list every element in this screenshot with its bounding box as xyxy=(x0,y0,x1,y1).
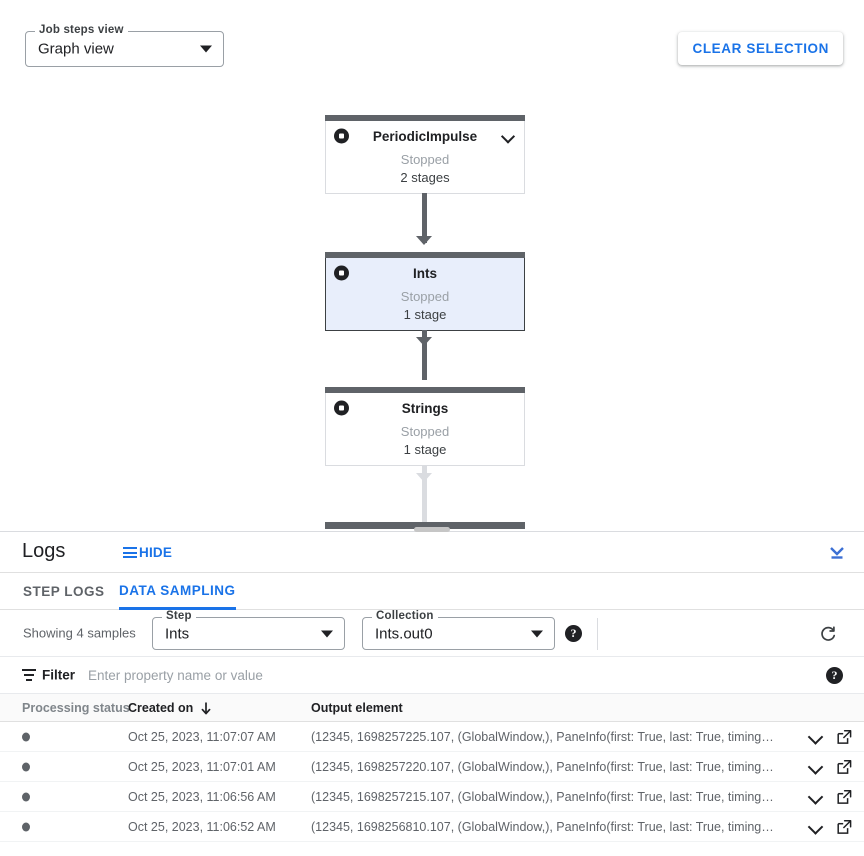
open-external-icon[interactable] xyxy=(837,759,852,774)
hide-logs-button[interactable]: HIDE xyxy=(123,545,172,560)
collection-select[interactable]: Collection Ints.out0 xyxy=(362,610,555,650)
sort-descending-icon xyxy=(200,702,212,715)
collection-select-label: Collection xyxy=(372,610,438,622)
node-title-row: Ints xyxy=(326,258,524,288)
graph-node-partial[interactable] xyxy=(325,522,525,529)
logs-panel: Logs HIDE STEP LOGS DATA SAMPLING Showin… xyxy=(0,527,864,856)
column-header-created-on[interactable]: Created on xyxy=(128,694,212,722)
column-header-output-element[interactable]: Output element xyxy=(311,701,403,715)
node-title: Ints xyxy=(412,265,437,281)
node-title: PeriodicImpulse xyxy=(372,128,478,144)
logs-title: Logs xyxy=(22,540,66,562)
table-row[interactable]: Oct 25, 2023, 11:07:01 AM (12345, 169825… xyxy=(0,752,864,782)
expand-row-chevron-down-icon[interactable] xyxy=(809,820,822,833)
node-stages: 2 stages xyxy=(400,170,450,185)
graph-edge-3 xyxy=(422,466,427,524)
cell-output-element: (12345, 1698257215.107, (GlobalWindow,),… xyxy=(311,789,774,804)
graph-edge-arrow-3 xyxy=(416,473,432,482)
stopped-status-icon xyxy=(334,400,349,416)
graph-edge-arrow-2 xyxy=(416,337,432,346)
node-status: Stopped xyxy=(400,152,450,167)
node-header-bar xyxy=(325,252,525,258)
step-select[interactable]: Step Ints xyxy=(152,610,345,650)
node-title: Strings xyxy=(401,400,449,416)
graph-edge-1 xyxy=(422,193,427,243)
cell-created-on: Oct 25, 2023, 11:07:01 AM xyxy=(128,759,276,774)
node-header-bar xyxy=(325,387,525,393)
node-stages: 1 stage xyxy=(403,307,447,322)
job-steps-view-label: Job steps view xyxy=(35,24,128,36)
tab-step-logs[interactable]: STEP LOGS xyxy=(23,584,105,599)
open-external-icon[interactable] xyxy=(837,789,852,804)
processing-status-dot xyxy=(22,762,30,771)
job-graph-panel: Job steps view Graph view CLEAR SELECTIO… xyxy=(0,0,864,531)
cell-created-on: Oct 25, 2023, 11:07:07 AM xyxy=(128,729,276,744)
expand-row-chevron-down-icon[interactable] xyxy=(809,760,822,773)
stopped-status-icon xyxy=(334,265,349,281)
graph-node-periodicimpulse[interactable]: PeriodicImpulse Stopped 2 stages xyxy=(325,115,525,194)
refresh-icon[interactable] xyxy=(818,624,838,644)
table-row[interactable]: Oct 25, 2023, 11:06:56 AM (12345, 169825… xyxy=(0,782,864,812)
tab-data-sampling[interactable]: DATA SAMPLING xyxy=(119,573,236,610)
panel-resize-handle[interactable] xyxy=(414,527,450,532)
filter-label: Filter xyxy=(42,667,76,683)
sampling-controls: Showing 4 samples Step Ints Collection I… xyxy=(0,610,864,657)
processing-status-dot xyxy=(22,822,30,831)
node-header-bar xyxy=(325,115,525,121)
table-row[interactable]: Oct 25, 2023, 11:07:07 AM (12345, 169825… xyxy=(0,722,864,752)
collapse-panel-icon[interactable] xyxy=(827,543,847,563)
column-header-processing-status[interactable]: Processing status xyxy=(22,701,130,715)
job-steps-view-select[interactable]: Job steps view Graph view xyxy=(25,24,224,67)
hide-logs-label: HIDE xyxy=(139,545,173,560)
expand-row-chevron-down-icon[interactable] xyxy=(809,790,822,803)
cell-output-element: (12345, 1698257220.107, (GlobalWindow,),… xyxy=(311,759,774,774)
table-row[interactable]: Oct 25, 2023, 11:06:52 AM (12345, 169825… xyxy=(0,812,864,842)
chevron-down-icon xyxy=(531,630,543,637)
chevron-down-icon[interactable] xyxy=(503,131,514,142)
open-external-icon[interactable] xyxy=(837,819,852,834)
table-header-row: Processing status Created on Output elem… xyxy=(0,694,864,722)
column-header-created-on-label: Created on xyxy=(128,701,194,715)
chevron-down-icon xyxy=(321,630,333,637)
cell-output-element: (12345, 1698257225.107, (GlobalWindow,),… xyxy=(311,729,774,744)
filter-input[interactable] xyxy=(86,657,786,694)
collection-help-icon[interactable]: ? xyxy=(565,625,582,642)
step-select-value: Ints xyxy=(165,625,190,642)
list-icon xyxy=(123,547,137,558)
node-title-row: PeriodicImpulse xyxy=(326,121,524,151)
cell-created-on: Oct 25, 2023, 11:06:52 AM xyxy=(128,819,276,834)
node-status: Stopped xyxy=(400,424,450,439)
samples-table: Processing status Created on Output elem… xyxy=(0,694,864,842)
filter-icon xyxy=(22,669,36,681)
open-external-icon[interactable] xyxy=(837,729,852,744)
logs-tabs: STEP LOGS DATA SAMPLING xyxy=(0,573,864,610)
chevron-down-icon xyxy=(200,45,212,53)
graph-node-strings[interactable]: Strings Stopped 1 stage xyxy=(325,387,525,466)
stopped-status-icon xyxy=(334,128,349,144)
graph-edge-arrow-1 xyxy=(416,236,432,245)
toolbar-divider xyxy=(597,618,598,650)
collection-select-value: Ints.out0 xyxy=(375,625,433,642)
graph-toolbar: Job steps view Graph view CLEAR SELECTIO… xyxy=(0,0,864,90)
showing-samples-text: Showing 4 samples xyxy=(23,625,136,641)
logs-header: Logs HIDE xyxy=(0,532,864,573)
filter-bar: Filter ? xyxy=(0,657,864,694)
cell-created-on: Oct 25, 2023, 11:06:56 AM xyxy=(128,789,276,804)
clear-selection-button[interactable]: CLEAR SELECTION xyxy=(678,32,843,65)
graph-edge-2 xyxy=(422,330,427,380)
processing-status-dot xyxy=(22,792,30,801)
step-select-label: Step xyxy=(162,610,196,622)
expand-row-chevron-down-icon[interactable] xyxy=(809,730,822,743)
node-stages: 1 stage xyxy=(403,442,447,457)
filter-help-icon[interactable]: ? xyxy=(826,667,843,684)
node-status: Stopped xyxy=(400,289,450,304)
job-steps-view-value: Graph view xyxy=(38,40,114,58)
processing-status-dot xyxy=(22,732,30,741)
graph-node-ints[interactable]: Ints Stopped 1 stage xyxy=(325,252,525,331)
node-title-row: Strings xyxy=(326,393,524,423)
cell-output-element: (12345, 1698256810.107, (GlobalWindow,),… xyxy=(311,819,774,834)
